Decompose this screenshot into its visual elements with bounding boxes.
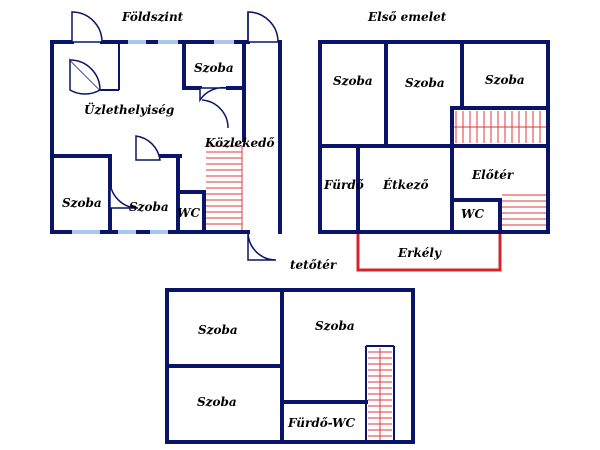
room-label-room: Szoba — [194, 61, 234, 75]
stairs — [206, 145, 243, 230]
attic-title: tetőtér — [290, 258, 338, 272]
room-label-room: Szoba — [485, 73, 525, 87]
first-floor-plan: Első emelet — [318, 10, 550, 272]
attic-plan: tetőtér Szoba Szoba — [165, 258, 415, 444]
room-label-room: Szoba — [315, 319, 355, 333]
room-label-bath: Fürdő — [323, 178, 364, 192]
door — [69, 58, 102, 95]
door — [109, 179, 139, 209]
room-label-room: Szoba — [333, 74, 373, 88]
stairs — [454, 111, 546, 143]
room-label-dining: Étkező — [382, 177, 428, 192]
room-label-room: Szoba — [198, 323, 238, 337]
balcony-outline — [356, 234, 502, 272]
room-label-room: Szoba — [62, 196, 102, 210]
ground-floor-plan: Földszint — [50, 10, 282, 261]
first-floor-title: Első emelet — [367, 10, 447, 24]
room-label-bath-wc: Fürdő-WC — [287, 416, 356, 430]
stairs — [502, 194, 546, 226]
room-label-balcony: Erkély — [397, 246, 442, 260]
room-label-corridor: Közlekedő — [204, 136, 275, 150]
room-label-room: Szoba — [197, 395, 237, 409]
door — [201, 99, 229, 129]
stairs — [368, 348, 392, 440]
door — [199, 86, 229, 103]
door — [135, 135, 161, 161]
door — [247, 231, 277, 261]
door — [247, 11, 279, 43]
room-label-wc: WC — [461, 207, 484, 221]
room-label-room: Szoba — [405, 76, 445, 90]
room-label-shop: Üzlethelyiség — [84, 101, 174, 117]
room-label-wc: WC — [177, 206, 200, 220]
door — [71, 11, 103, 43]
room-label-room: Szoba — [129, 200, 169, 214]
wall — [318, 40, 550, 234]
ground-floor-title: Földszint — [121, 10, 184, 24]
door — [69, 59, 101, 91]
room-label-hall: Előtér — [471, 168, 515, 182]
